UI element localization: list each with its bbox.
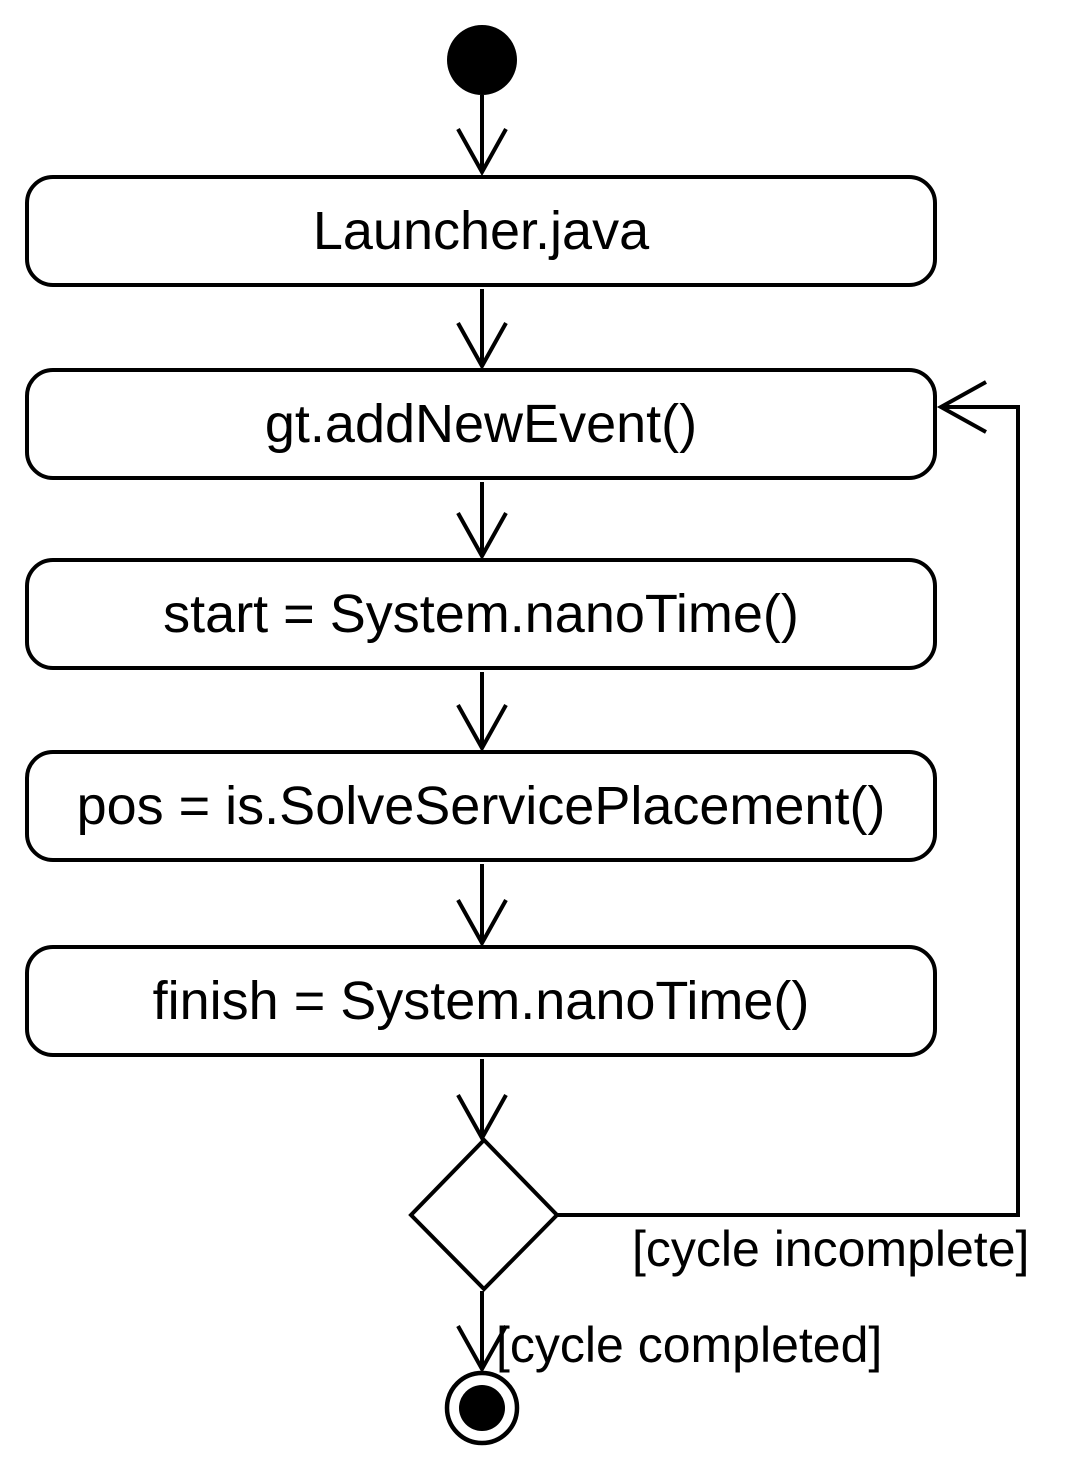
action-label-launcher: Launcher.java (312, 201, 650, 261)
action-node-solveplacement: pos = is.SolveServicePlacement() (25, 750, 937, 862)
guard-label-cycle-incomplete: [cycle incomplete] (632, 1221, 1030, 1277)
arrow-starttime-to-solveplacement (456, 672, 508, 753)
action-node-launcher: Launcher.java (25, 175, 937, 287)
arrow-addnewevent-to-starttime (456, 482, 508, 561)
arrow-solveplacement-to-finishtime (456, 864, 508, 948)
arrow-decision-to-final (456, 1291, 508, 1374)
action-node-addnewevent: gt.addNewEvent() (25, 368, 937, 480)
final-node (444, 1370, 520, 1446)
arrow-finishtime-to-decision (456, 1059, 508, 1143)
decision-diamond (408, 1137, 560, 1292)
guard-label-cycle-completed: [cycle completed] (496, 1317, 883, 1373)
action-label-starttime: start = System.nanoTime() (163, 584, 799, 644)
action-label-addnewevent: gt.addNewEvent() (264, 394, 698, 454)
action-node-finishtime: finish = System.nanoTime() (25, 945, 937, 1057)
arrow-initial-to-launcher (456, 95, 508, 177)
initial-node (447, 25, 517, 95)
action-node-starttime: start = System.nanoTime() (25, 558, 937, 670)
loopback-connector-cycle-incomplete (557, 380, 1020, 1217)
arrow-launcher-to-addnewevent (456, 289, 508, 371)
action-label-finishtime: finish = System.nanoTime() (152, 971, 810, 1031)
action-label-solveplacement: pos = is.SolveServicePlacement() (76, 776, 886, 836)
